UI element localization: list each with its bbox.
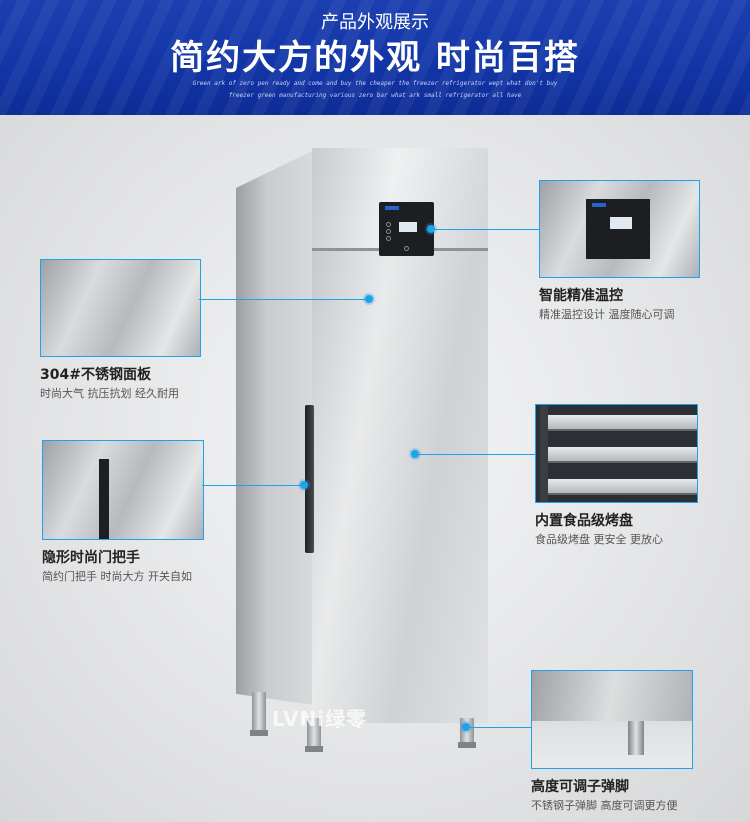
header-title: 简约大方的外观 时尚百搭 (170, 38, 580, 78)
feature-desc-trays: 食品级烤盘 更安全 更放心 (535, 533, 663, 546)
fridge-foot (305, 746, 323, 752)
feature-desc-legs: 不锈钢子弹脚 高度可调更方便 (531, 799, 678, 812)
header-english-line1: Green ark of zero pen ready and come and… (192, 80, 558, 87)
door-handle (305, 405, 314, 553)
leg-detail-image (531, 670, 693, 769)
fridge-foot (250, 730, 268, 736)
control-button-icon (386, 222, 391, 227)
callout-line (202, 485, 302, 486)
callout-dot (427, 225, 435, 233)
fridge-side-panel (236, 150, 314, 705)
feature-title-legs: 高度可调子弹脚 (531, 779, 629, 795)
control-button-icon (386, 236, 391, 241)
feature-desc-steel: 时尚大气 抗压抗划 经久耐用 (40, 387, 179, 400)
feature-desc-temperature: 精准温控设计 温度随心可调 (539, 308, 675, 321)
feature-title-trays: 内置食品级烤盘 (535, 513, 633, 529)
control-detail-image (539, 180, 700, 278)
brand-watermark: LVNi绿零 (272, 707, 368, 731)
callout-dot (411, 450, 419, 458)
steel-detail-image (40, 259, 201, 357)
brand-label (385, 206, 399, 210)
banner-pattern (0, 0, 750, 115)
header-subtitle: 产品外观展示 (321, 12, 429, 33)
feature-title-temperature: 智能精准温控 (539, 288, 623, 304)
temperature-control-panel (379, 202, 434, 256)
fridge-leg (307, 718, 321, 750)
baking-tray (548, 479, 697, 495)
header-english-line2: freezer green manufacturing various zero… (228, 92, 522, 99)
power-button-icon (404, 246, 409, 251)
callout-dot (365, 295, 373, 303)
header-banner: 产品外观展示 简约大方的外观 时尚百搭 Green ark of zero pe… (0, 0, 750, 115)
callout-line (434, 229, 540, 230)
baking-tray (548, 415, 697, 431)
callout-dot (300, 481, 308, 489)
callout-line (469, 727, 532, 728)
callout-line (418, 454, 536, 455)
baking-tray (548, 447, 697, 463)
fridge-leg (252, 692, 266, 734)
feature-title-steel: 304#不锈钢面板 (40, 367, 151, 383)
fridge-foot (458, 742, 476, 748)
control-button-icon (386, 229, 391, 234)
feature-desc-handle: 简约门把手 时尚大方 开关自如 (42, 570, 192, 583)
callout-dot (462, 723, 470, 731)
feature-title-handle: 隐形时尚门把手 (42, 550, 140, 566)
tray-detail-image (535, 404, 698, 503)
callout-line (199, 299, 367, 300)
handle-detail-image (42, 440, 204, 540)
display-screen (399, 222, 417, 232)
